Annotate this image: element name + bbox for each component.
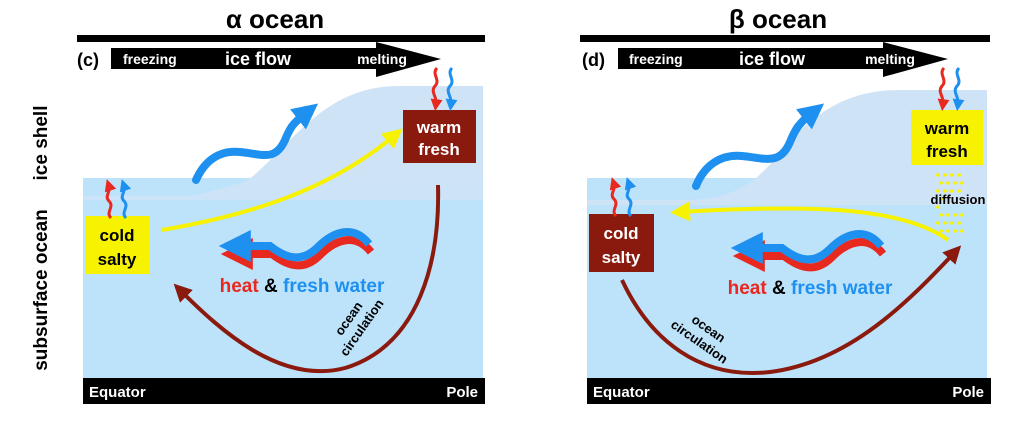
fresh-water-label: fresh water (283, 276, 385, 297)
ice-flow-right-label: melting (865, 51, 915, 67)
freshwater-flux-up-icon (624, 177, 637, 218)
panel-beta: β ocean (d) freezing ice flow melting di… (580, 4, 991, 404)
pole-box (403, 110, 476, 163)
bottom-bar-pole: Pole (952, 384, 984, 401)
panel-letter: (d) (582, 50, 605, 70)
title-rule (580, 35, 990, 42)
heat-arrow (732, 238, 887, 272)
diffusion-dot (957, 221, 961, 225)
ice-flow-right-label: melting (357, 51, 407, 67)
bottom-bar-equator: Equator (89, 384, 146, 401)
ice-freshwater-arrow (192, 103, 319, 184)
diffusion-dot (943, 173, 947, 177)
side-label-ice-shell: ice shell (31, 106, 52, 181)
transport-label: heat & fresh water (728, 278, 893, 299)
diffusion-dot (953, 181, 957, 185)
heat-flux-down-icon (430, 66, 443, 112)
diffusion-dot (950, 221, 954, 225)
ocean-circulation-arrow (173, 184, 441, 374)
diffusion-dot (946, 229, 950, 233)
amp-label: & (772, 278, 786, 299)
heat-label: heat (220, 276, 260, 297)
freshwater-flux-down-icon (952, 66, 965, 112)
equator-box (85, 216, 150, 274)
ice-flow-arrow (618, 42, 948, 77)
bottom-bar (587, 378, 991, 404)
pole-box-line2: fresh (926, 142, 968, 161)
diffusion-dot (943, 221, 947, 225)
heat-flux-up-icon (609, 177, 622, 218)
diffusion-dot (950, 189, 954, 193)
transport-label: heat & fresh water (220, 276, 385, 297)
freshwater-arrow (218, 228, 373, 262)
freshwater-arrow (730, 230, 885, 264)
diffusion-dot (960, 181, 964, 185)
heat-label: heat (728, 278, 768, 299)
panel-title: β ocean (729, 4, 827, 34)
bottom-bar-equator: Equator (593, 384, 650, 401)
yellow-transport-arrow (670, 201, 950, 242)
diffusion-dot (939, 181, 943, 185)
diffusion-dots (936, 173, 964, 233)
panel-alpha: α ocean (c) freezing ice flow melting oc… (77, 4, 485, 404)
diffusion-dot (943, 189, 947, 193)
amp-label: & (264, 276, 278, 297)
yellow-transport-arrow (161, 128, 403, 232)
diffusion-dot (953, 229, 957, 233)
diffusion-dot (957, 173, 961, 177)
pole-box-line1: warm (924, 119, 969, 138)
ice-freshwater-arrow (692, 103, 825, 190)
diffusion-dot (939, 229, 943, 233)
pole-box (911, 110, 983, 165)
pole-box-line1: warm (416, 118, 461, 137)
equator-box (589, 214, 654, 272)
equator-box-line1: cold (604, 224, 639, 243)
panel-title: α ocean (226, 4, 324, 34)
diffusion-dot (939, 197, 943, 201)
diffusion-dot (936, 221, 940, 225)
diffusion-dot (960, 213, 964, 217)
heat-flux-down-icon (937, 66, 950, 112)
diffusion-dot (960, 229, 964, 233)
diffusion-dot (936, 205, 940, 209)
ice-flow-left-label: freezing (123, 51, 177, 67)
diffusion-label: diffusion (931, 192, 986, 207)
diffusion-dot (957, 189, 961, 193)
diffusion-dot (936, 189, 940, 193)
bottom-bar (83, 378, 485, 404)
title-rule (77, 35, 485, 42)
ice-flow-left-label: freezing (629, 51, 683, 67)
diffusion-dot (953, 213, 957, 217)
freshwater-flux-up-icon (119, 179, 132, 220)
equator-box-line2: salty (602, 248, 641, 267)
freshwater-flux-down-icon (445, 66, 458, 112)
diffusion-dot (939, 213, 943, 217)
heat-flux-up-icon (104, 179, 117, 220)
diffusion-dot (946, 213, 950, 217)
panel-letter: (c) (77, 50, 99, 70)
ice-flow-center-label: ice flow (225, 49, 292, 69)
diffusion-dot (946, 181, 950, 185)
pole-box-line2: fresh (418, 140, 460, 159)
ocean-circulation-arrow (620, 245, 962, 375)
ice-flow-arrow (111, 42, 441, 77)
ice-flow-center-label: ice flow (739, 49, 806, 69)
equator-box-line1: cold (100, 226, 135, 245)
equator-box-line2: salty (98, 250, 137, 269)
bottom-bar-pole: Pole (446, 384, 478, 401)
ice-shell-surface (83, 86, 483, 200)
diffusion-dot (950, 173, 954, 177)
diffusion-dot (936, 173, 940, 177)
heat-arrow (220, 236, 375, 270)
fresh-water-label: fresh water (791, 278, 893, 299)
side-label-subsurface-ocean: subsurface ocean (31, 209, 52, 371)
